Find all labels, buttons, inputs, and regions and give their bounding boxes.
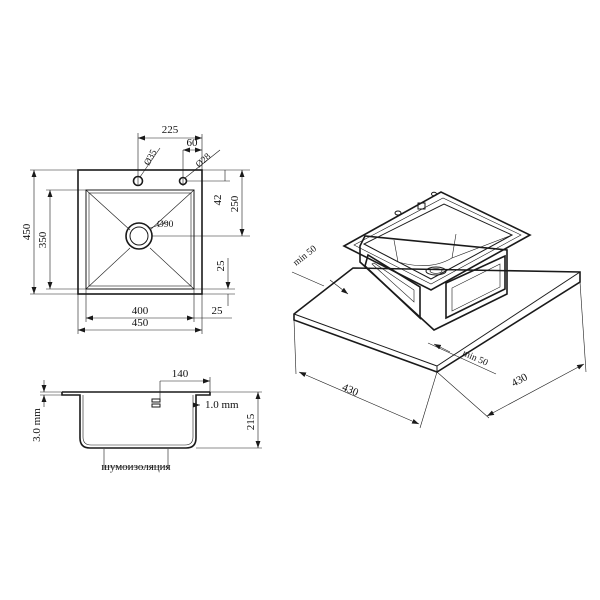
dim-450-vertical-label: 450 [21, 223, 33, 240]
sink-drain-inner [429, 268, 443, 274]
sink-bowl-floor [363, 234, 513, 266]
dimension-430-right [486, 363, 585, 417]
dim-25-horizontal-label: 25 [212, 305, 224, 317]
sink-top-rim [342, 191, 532, 291]
countertop-edge [436, 271, 581, 367]
sink-side-panel-left [364, 253, 421, 320]
min50-arrow-right [433, 343, 451, 353]
bowl-slope-line [149, 247, 195, 290]
sink-body [359, 235, 508, 331]
dim-400-label: 400 [132, 305, 149, 317]
dim-25-vertical-label: 25 [215, 260, 227, 272]
dim-1mm-label: 1.0 mm [205, 399, 239, 411]
overflow-label [417, 202, 426, 210]
sink-side-panel-right-inner [451, 263, 501, 312]
tap-hole [394, 210, 402, 216]
min50-leader-left [291, 271, 325, 287]
extension-line [579, 281, 587, 373]
leader-d28 [184, 149, 221, 179]
extension-line [293, 319, 297, 375]
dim-350-label: 350 [37, 231, 49, 248]
dim-60-label: 60 [187, 137, 199, 149]
isometric-view: 430 430 min 50 min 50 [291, 191, 587, 429]
noise-insulation-label: шумоизоляция [101, 461, 170, 473]
tap-hole [431, 191, 437, 197]
dim-450-horizontal-label: 450 [132, 317, 149, 329]
dim-d90-label: Ø90 [157, 220, 174, 230]
sink-bowl-inner [88, 192, 192, 287]
extension-line [419, 371, 438, 429]
min50-left-label: min 50 [292, 244, 319, 268]
top-view: 225 60 Ø35 Ø28 42 250 25 450 350 Ø90 [21, 124, 250, 334]
sink-side-panel-right [445, 254, 506, 320]
dim-430-left-label: 430 [340, 381, 360, 399]
sink-outer-rim [77, 169, 203, 295]
dim-140-label: 140 [172, 368, 189, 380]
sink-bowl-opening [362, 203, 514, 280]
section-view: 140 1.0 mm 215 3.0 mm шумоизоляция [31, 368, 262, 473]
sink-bowl-corner [451, 233, 457, 259]
min50-right-label: min 50 [461, 349, 490, 369]
sink-side-panel-left-inner [371, 262, 415, 303]
extension-line [436, 371, 490, 419]
leader-d35 [139, 147, 161, 178]
dim-430-right-label: 430 [509, 371, 530, 390]
bowl-slope-line [149, 189, 195, 231]
drain-inner [129, 226, 149, 246]
leader-d90 [149, 221, 169, 229]
bowl-slope-line [85, 247, 131, 290]
dim-3mm-label: 3.0 mm [31, 408, 43, 442]
overflow-slot [151, 398, 161, 403]
sink-drain [425, 266, 447, 276]
countertop [293, 267, 581, 373]
sink-section-inner [82, 395, 194, 446]
dim-250-label: 250 [229, 195, 241, 212]
countertop-edge [293, 313, 438, 367]
dim-225-label: 225 [162, 124, 179, 136]
dimension-430-left [298, 371, 420, 425]
dim-215-label: 215 [245, 413, 257, 430]
dim-42-label: 42 [212, 195, 224, 206]
min50-arrow-left [329, 279, 349, 295]
sink-section-profile [61, 391, 211, 449]
overflow-slot [151, 403, 161, 408]
sink-bowl [85, 189, 195, 290]
bowl-slope-line [85, 189, 131, 231]
sink-bowl-corner [393, 239, 399, 263]
dim-d28-label: Ø28 [194, 152, 213, 171]
sink-rim-inner [353, 197, 522, 285]
dim-d35-label: Ø35 [143, 148, 160, 167]
